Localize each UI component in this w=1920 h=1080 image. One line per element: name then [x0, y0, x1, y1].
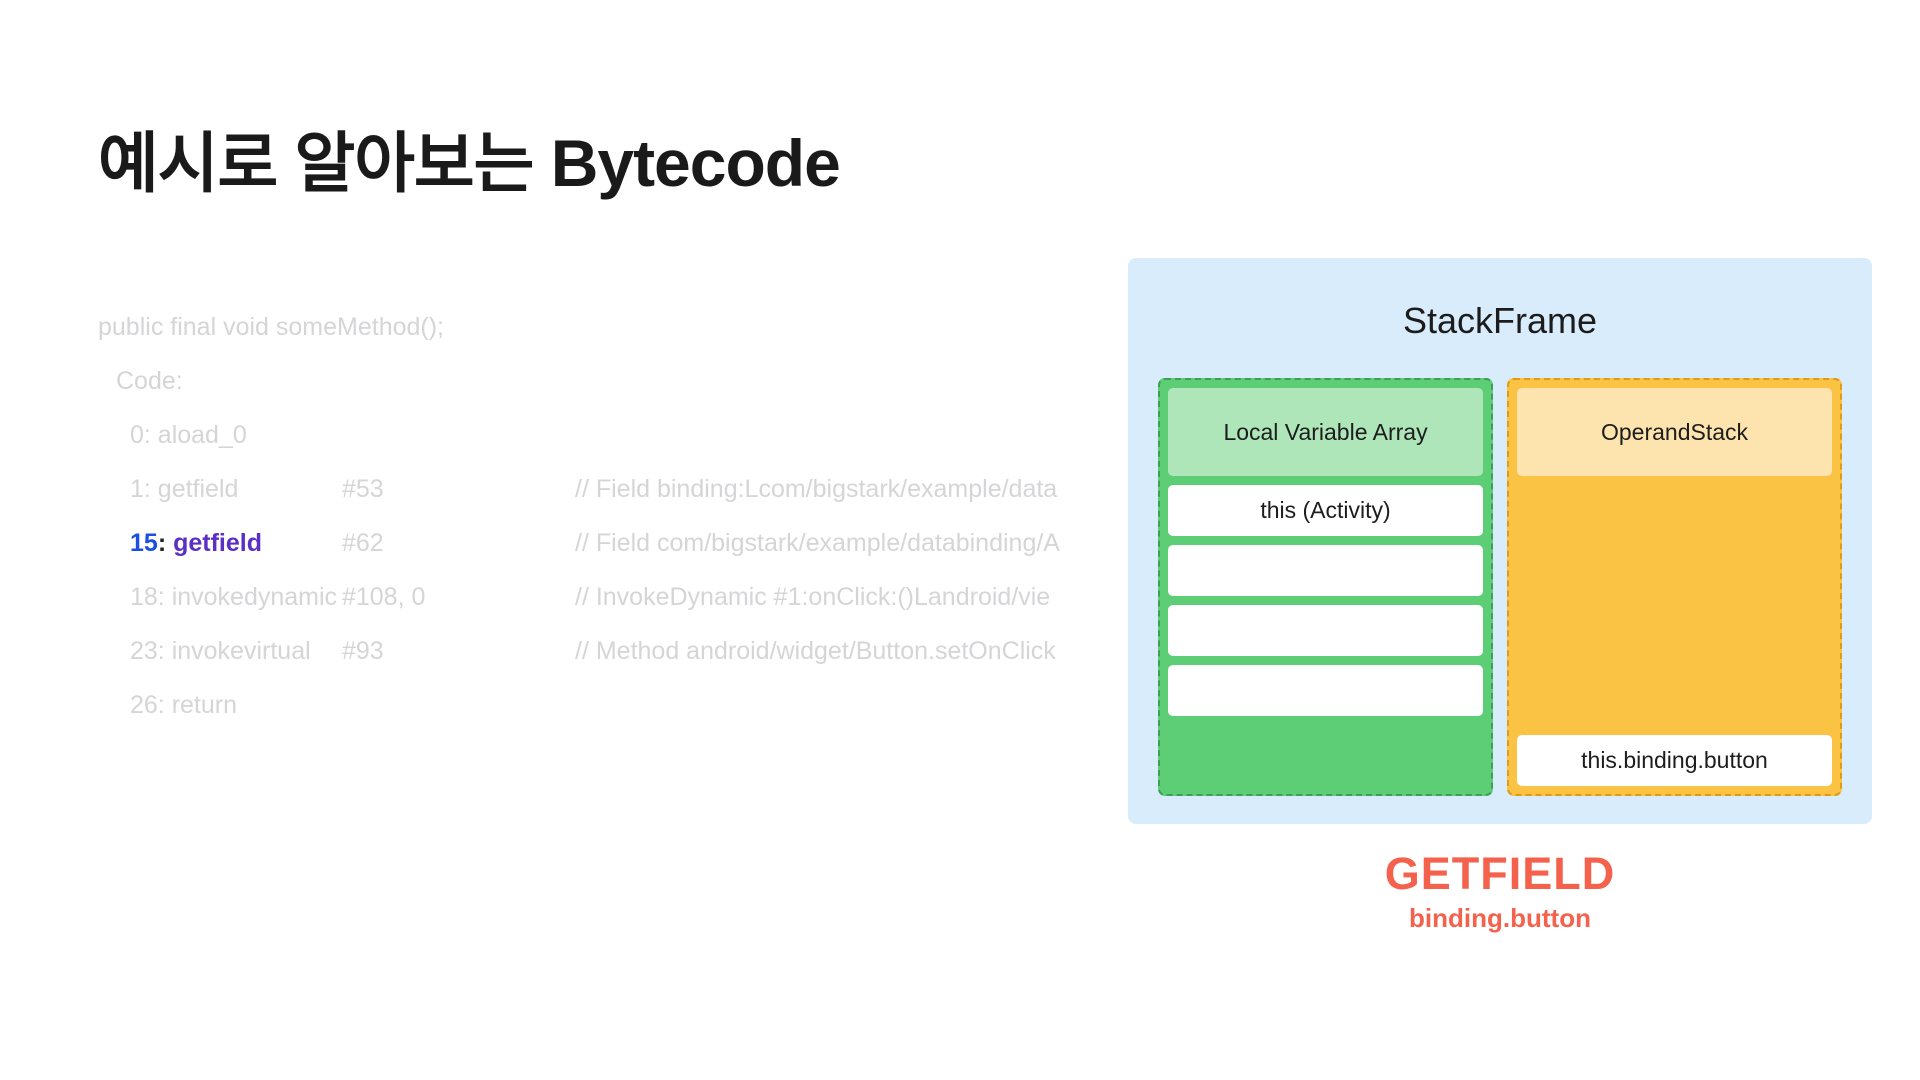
- code-line-text: public final void someMethod();: [98, 313, 444, 341]
- frame-columns: Local Variable Array this (Activity) Ope…: [1158, 378, 1842, 796]
- stackframe-panel: StackFrame Local Variable Array this (Ac…: [1128, 258, 1872, 824]
- code-line-comment: // Field com/bigstark/example/databindin…: [575, 529, 1060, 557]
- code-line-comment: // Field binding:Lcom/bigstark/example/d…: [575, 475, 1058, 503]
- code-line-active: 15: getfield #62 // Field com/bigstark/e…: [98, 516, 1060, 570]
- code-line-index: 15: [130, 529, 158, 557]
- page-title: 예시로 알아보는 Bytecode: [98, 126, 841, 200]
- code-line-operand: #93: [341, 637, 384, 665]
- code-line-comment: // Method android/widget/Button.setOnCli…: [575, 637, 1056, 665]
- code-line-operand: #108, 0: [341, 583, 426, 611]
- lva-slot-3: [1168, 665, 1483, 716]
- operand-stack-header: OperandStack: [1517, 388, 1832, 476]
- local-variable-array-box: Local Variable Array this (Activity): [1158, 378, 1493, 796]
- code-line-text: 1: getfield: [130, 475, 239, 503]
- code-line-text: 18: invokedynamic: [130, 583, 338, 611]
- code-line-text: 26: return: [130, 691, 238, 719]
- stackframe-title: StackFrame: [1402, 300, 1598, 341]
- code-line: 23: invokevirtual #93 // Method android/…: [98, 624, 1056, 678]
- code-line: 0: aload_0: [98, 408, 444, 462]
- code-line-operand: #53: [341, 475, 384, 503]
- code-line: 26: return: [98, 678, 444, 732]
- code-line-text: 15: getfield: [130, 516, 335, 570]
- ops-slot-0: this.binding.button: [1517, 735, 1832, 786]
- code-line-opcode: getfield: [173, 529, 262, 557]
- lva-slot-1: [1168, 545, 1483, 596]
- code-line: Code:: [98, 354, 444, 408]
- code-line: 1: getfield #53 // Field binding:Lcom/bi…: [98, 462, 1057, 516]
- bytecode-listing: public final void someMethod(); Code: 0:…: [98, 300, 1060, 732]
- code-line-comment: // InvokeDynamic #1:onClick:()Landroid/v…: [575, 583, 1051, 611]
- code-line-text: 0: aload_0: [130, 421, 247, 449]
- operand-stack-box: OperandStack this.binding.button: [1507, 378, 1842, 796]
- code-line-colon: :: [157, 529, 167, 557]
- local-variable-slots: this (Activity): [1168, 485, 1483, 786]
- code-line-operand: #62: [341, 529, 384, 557]
- opcode-name: GETFIELD: [1384, 848, 1616, 899]
- opcode-caption: GETFIELD binding.button: [1128, 850, 1872, 934]
- code-line-text: 23: invokevirtual: [130, 637, 311, 665]
- local-variable-array-header: Local Variable Array: [1168, 388, 1483, 476]
- code-line-text: Code:: [116, 367, 183, 395]
- code-line: 18: invokedynamic #108, 0 // InvokeDynam…: [98, 570, 1050, 624]
- code-line: public final void someMethod();: [98, 300, 444, 354]
- lva-slot-2: [1168, 605, 1483, 656]
- opcode-detail: binding.button: [1409, 903, 1591, 934]
- operand-stack-slots: this.binding.button: [1517, 485, 1832, 786]
- lva-slot-0: this (Activity): [1168, 485, 1483, 536]
